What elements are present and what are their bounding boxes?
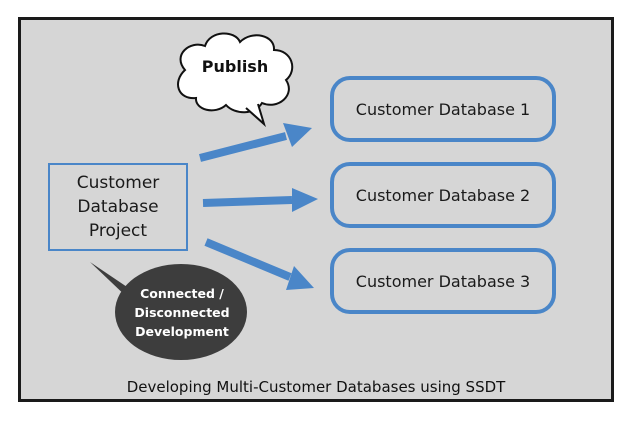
customer-database-1: Customer Database 1 (330, 76, 556, 142)
project-line-2: Database (77, 197, 159, 217)
database-label: Customer Database 2 (355, 185, 531, 205)
diagram-caption: Developing Multi-Customer Databases usin… (126, 378, 506, 396)
database-project-box: Customer Database Project (48, 163, 188, 251)
project-line-1: Customer (76, 173, 160, 193)
database-project-label: Customer Database Project (77, 171, 160, 243)
database-label: Customer Database 1 (355, 99, 531, 119)
customer-database-2: Customer Database 2 (330, 162, 556, 228)
development-line-2: Disconnected (134, 305, 230, 320)
project-line-3: Project (88, 221, 148, 241)
development-label: Connected / Disconnected Development (123, 284, 241, 341)
development-line-3: Development (135, 324, 229, 339)
publish-label: Publish (201, 57, 269, 76)
development-line-1: Connected / (140, 286, 224, 301)
customer-database-3: Customer Database 3 (330, 248, 556, 314)
database-label: Customer Database 3 (355, 271, 531, 291)
